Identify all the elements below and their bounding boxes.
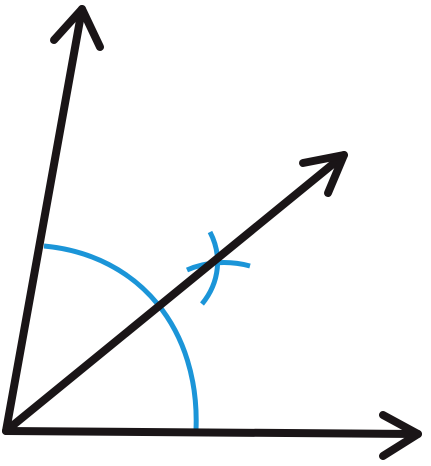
- arc-mark-2: [200, 230, 221, 306]
- ray-upper-arrowhead: [50, 5, 104, 51]
- ray-upper: [2, 5, 86, 435]
- ray-bisector-arrowhead: [299, 151, 348, 197]
- ray-horizontal-arrowhead: [379, 411, 422, 460]
- ray-horizontal: [2, 427, 422, 438]
- rays: [2, 5, 422, 460]
- ray-bisector: [2, 151, 348, 435]
